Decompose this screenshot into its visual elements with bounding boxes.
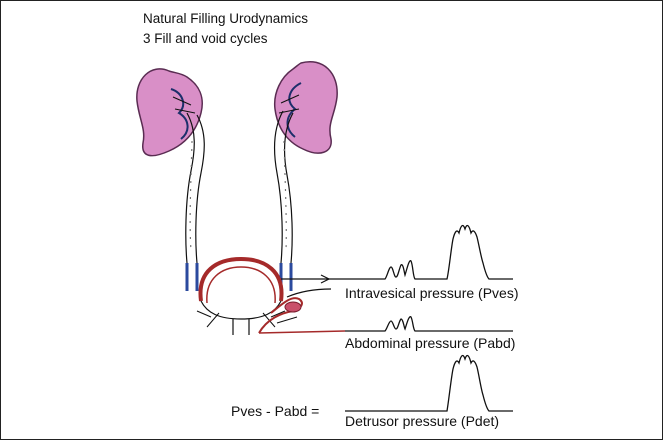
pdet-trace bbox=[345, 356, 513, 411]
bladder bbox=[197, 259, 285, 335]
pabd-label: Abdominal pressure (Pabd) bbox=[345, 335, 515, 351]
diagram-title: Natural Filling Urodynamics bbox=[143, 11, 308, 27]
pdet-label: Detrusor pressure (Pdet) bbox=[345, 413, 499, 429]
pabd-trace bbox=[345, 317, 513, 331]
right-kidney bbox=[275, 62, 337, 153]
pves-trace bbox=[345, 226, 513, 279]
equation-label: Pves - Pabd = bbox=[231, 403, 319, 419]
pves-label: Intravesical pressure (Pves) bbox=[345, 285, 519, 301]
rectal-catheter bbox=[259, 298, 345, 333]
left-ureter-end bbox=[187, 263, 197, 291]
diagram-subtitle: 3 Fill and void cycles bbox=[143, 31, 268, 47]
